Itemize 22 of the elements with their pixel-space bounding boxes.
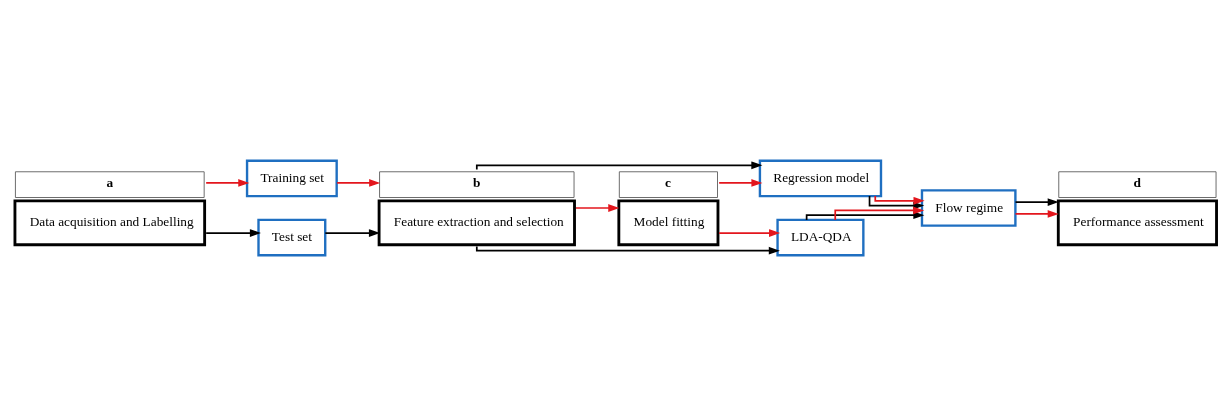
arrow — [874, 195, 925, 205]
arrow — [1014, 198, 1059, 206]
arrow — [205, 229, 261, 237]
node-box: Regression model — [758, 159, 883, 198]
node-label: a — [106, 175, 114, 191]
arrow — [475, 161, 763, 171]
node-box: Training set — [245, 159, 338, 198]
arrow — [718, 179, 763, 187]
node-label: b — [472, 175, 481, 191]
node-label: c — [665, 175, 671, 191]
arrow — [718, 229, 781, 237]
arrow — [834, 206, 925, 221]
node-box: LDA-QDA — [776, 218, 865, 257]
arrow — [475, 245, 780, 255]
arrow — [1014, 210, 1059, 218]
arrow — [205, 179, 250, 187]
node-box: Flow regime — [920, 189, 1017, 227]
arrow — [336, 179, 381, 187]
arrow — [575, 204, 620, 212]
arrow — [324, 229, 380, 237]
node-box: Test set — [257, 218, 327, 257]
node-label: d — [1133, 175, 1142, 191]
